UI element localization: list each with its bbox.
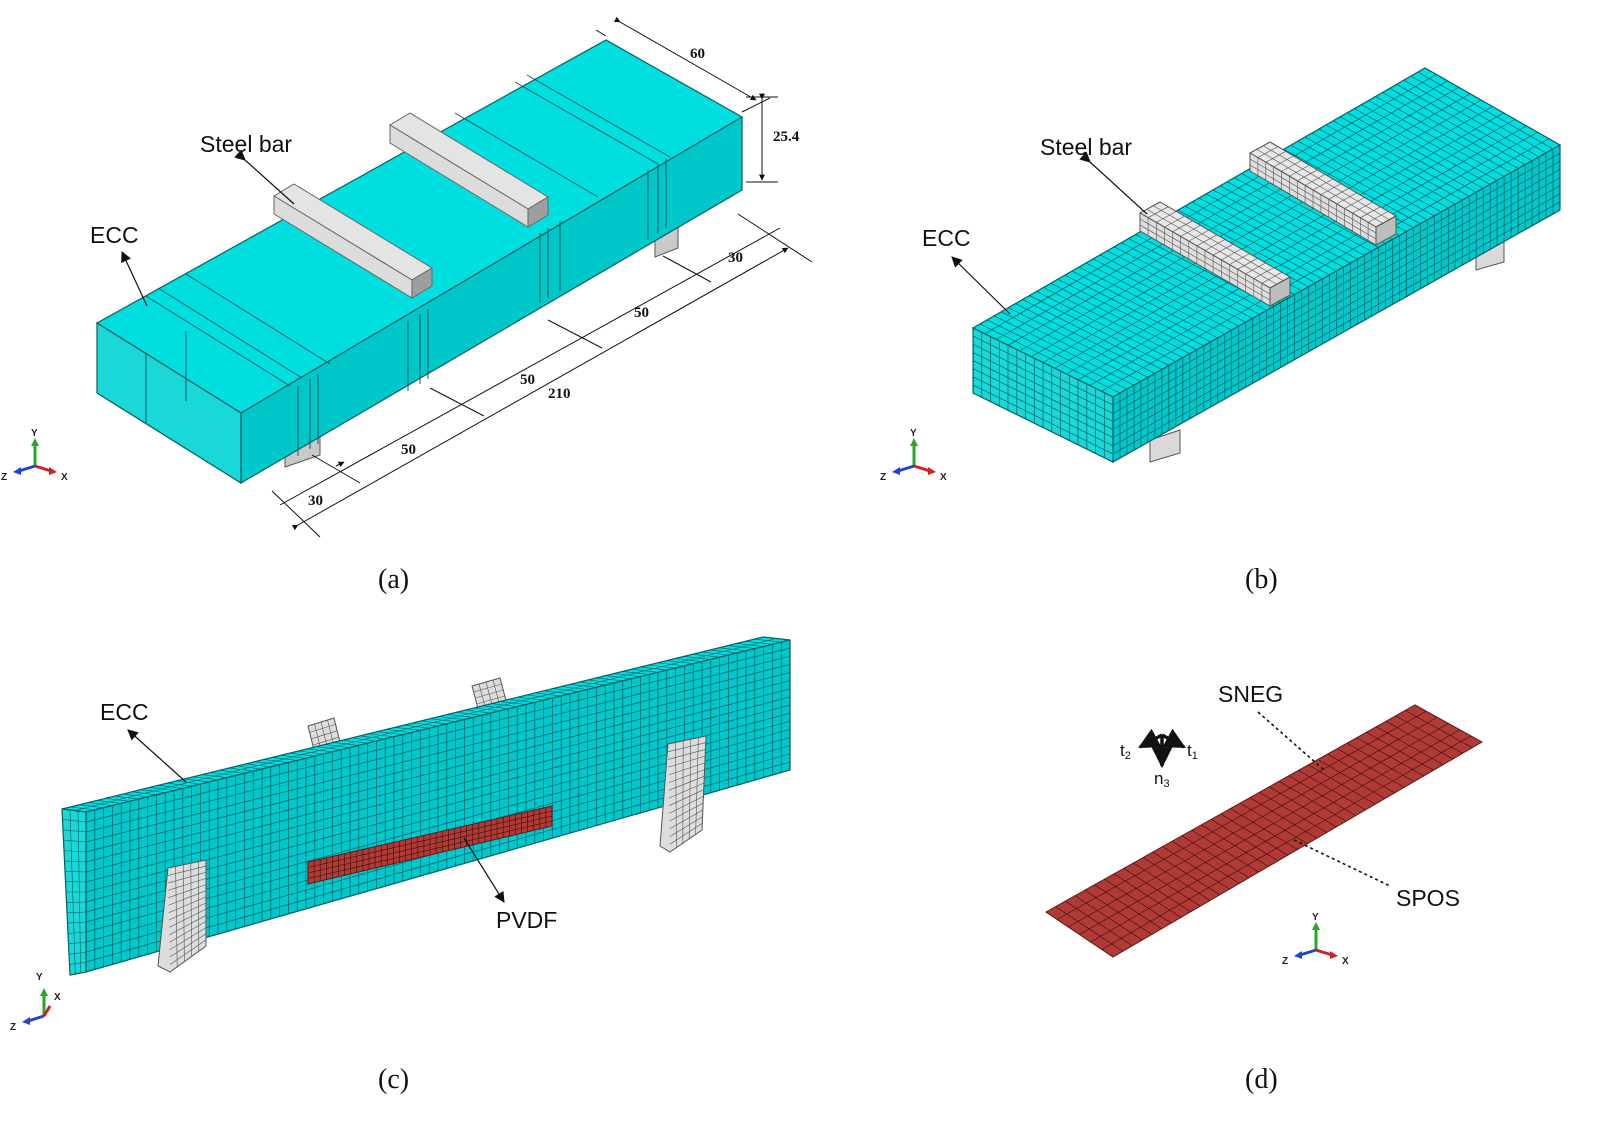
leader-sneg <box>1257 711 1325 771</box>
dim-label-seg3: 50 <box>520 372 535 388</box>
label-steel-bar-a: Steel bar <box>200 131 292 157</box>
svg-text:t2: t2 <box>1120 741 1131 762</box>
panel-d: SNEG SPOS t2 t1 n3 Y X Z (d) <box>1045 681 1484 1095</box>
svg-text:X: X <box>54 992 61 1003</box>
leader-ecc-c <box>127 729 187 783</box>
dimension-span <box>271 213 813 538</box>
dim-label-seg1: 30 <box>308 493 323 509</box>
label-sneg: SNEG <box>1218 681 1283 707</box>
dim-label-25-4: 25.4 <box>773 129 800 145</box>
dim-label-seg5: 30 <box>728 250 743 266</box>
dim-label-seg2: 50 <box>401 442 416 458</box>
dim-label-seg4: 50 <box>634 305 649 321</box>
label-ecc-b: ECC <box>922 225 971 251</box>
svg-text:Y: Y <box>910 428 917 439</box>
dim-label-210: 210 <box>548 386 571 402</box>
caption-a: (a) <box>378 564 409 595</box>
svg-text:X: X <box>61 472 68 483</box>
support-bar-front-b <box>1149 429 1181 463</box>
axis-triad-a: Y X Z <box>1 428 68 483</box>
svg-text:Z: Z <box>880 472 886 483</box>
axis-triad-c: Y X Z <box>10 972 61 1033</box>
leader-ecc-b <box>951 256 1011 315</box>
leader-spos <box>1293 839 1391 887</box>
axis-triad-d: Y X Z <box>1282 912 1349 967</box>
pvdf-mesh-lines <box>307 807 553 883</box>
local-axes-icon: t2 t1 n3 <box>1120 728 1198 790</box>
svg-text:Y: Y <box>36 972 43 983</box>
leader-ecc-a <box>121 251 148 307</box>
caption-d: (d) <box>1245 1064 1278 1095</box>
svg-text:X: X <box>940 472 947 483</box>
pvdf-plate <box>1045 704 1484 958</box>
svg-text:Y: Y <box>1312 912 1319 923</box>
leader-pvdf-c <box>463 837 505 903</box>
caption-b: (b) <box>1245 564 1278 595</box>
caption-c: (c) <box>378 1064 409 1095</box>
steel-bar-right <box>389 112 549 228</box>
leader-steel-a <box>234 149 295 205</box>
panel-a: Steel bar ECC 60 25.4 3 <box>1 16 813 595</box>
support-bar-front-left-c <box>157 859 207 973</box>
label-ecc-c: ECC <box>100 699 149 725</box>
panel-c: ECC PVDF Y X Z (c) <box>10 636 791 1095</box>
dim-label-60: 60 <box>690 46 705 62</box>
pvdf-plate-mesh <box>1055 710 1473 952</box>
svg-text:Z: Z <box>10 1022 16 1033</box>
svg-text:Z: Z <box>1 472 7 483</box>
steel-bar-right-b <box>1248 141 1398 246</box>
dimension-width <box>595 16 771 113</box>
svg-text:X: X <box>1342 956 1349 967</box>
ecc-mesh-lines-b <box>972 71 1561 459</box>
svg-text:n3: n3 <box>1154 769 1170 790</box>
svg-text:Z: Z <box>1282 956 1288 967</box>
label-pvdf-c: PVDF <box>496 907 557 933</box>
ecc-beam-end <box>96 321 242 485</box>
steel-bar-left-b <box>1138 201 1292 307</box>
svg-text:Y: Y <box>31 428 38 439</box>
svg-text:t1: t1 <box>1187 741 1198 762</box>
label-spos: SPOS <box>1396 885 1460 911</box>
axis-triad-b: Y X Z <box>880 428 947 483</box>
label-ecc-a: ECC <box>90 222 139 248</box>
panel-b: Steel bar ECC Y X Z (b) <box>880 67 1562 595</box>
dimension-height <box>746 93 778 183</box>
support-bar-front-right-c <box>659 735 707 853</box>
leader-steel-b <box>1079 151 1148 215</box>
label-steel-bar-b: Steel bar <box>1040 134 1132 160</box>
